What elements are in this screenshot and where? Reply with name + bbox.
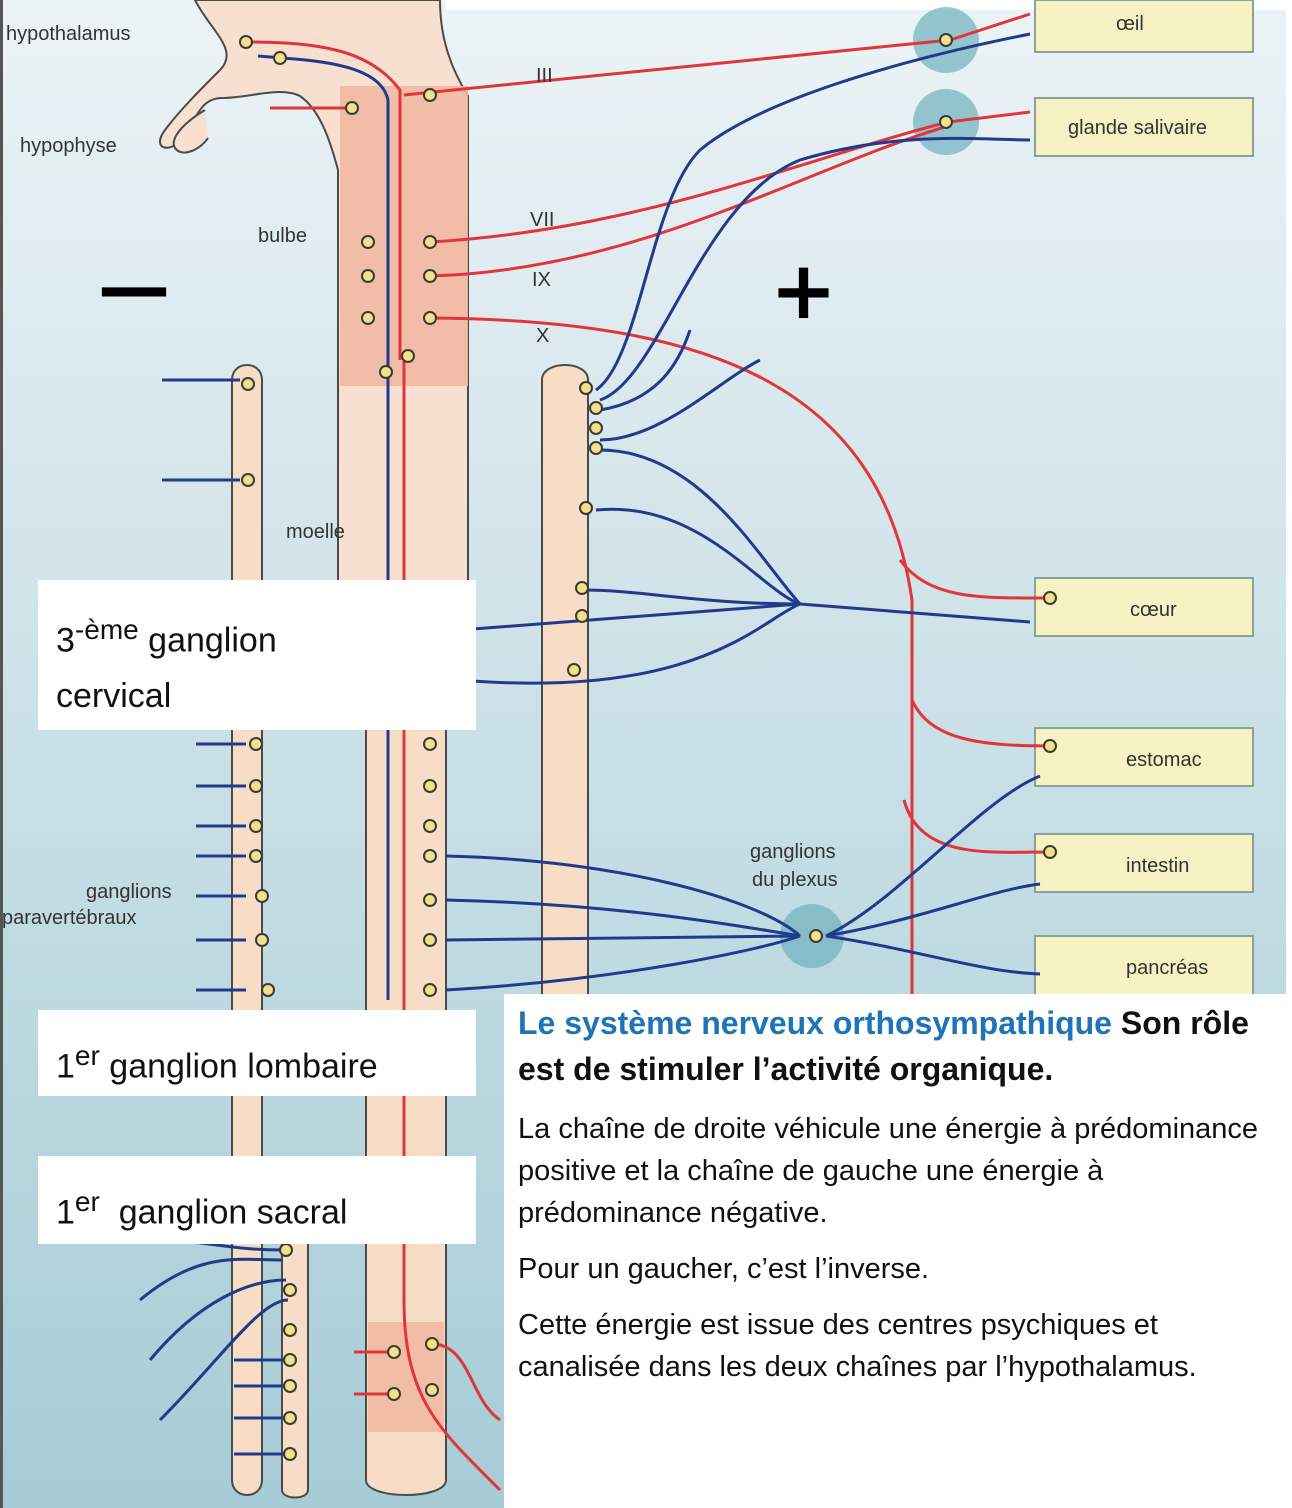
explanation-panel: Le système nerveux orthosympathique Son … <box>504 994 1292 1508</box>
organ-label-pancreas: pancréas <box>1126 957 1208 979</box>
panel-paragraph-3: Cette énergie est issue des centres psyc… <box>518 1304 1278 1388</box>
panel-heading-accent: Le système nerveux orthosympathique <box>518 1005 1112 1041</box>
lombaire-sup: er <box>75 1040 100 1071</box>
nerve-label-vii: VII <box>530 209 554 231</box>
frame-left-border <box>0 0 3 1508</box>
cervical-prefix: 3 <box>56 621 75 659</box>
label-ganglions-plexus-2: du plexus <box>752 869 838 891</box>
minus-sign: — <box>98 245 170 329</box>
organ-label-estomac: estomac <box>1126 749 1202 771</box>
label-hypothalamus: hypothalamus <box>6 23 131 45</box>
panel-heading: Le système nerveux orthosympathique Son … <box>518 1000 1278 1092</box>
panel-paragraph-1: La chaîne de droite véhicule une énergie… <box>518 1108 1278 1234</box>
label-bulbe: bulbe <box>258 225 307 247</box>
nerve-label-ix: IX <box>532 269 551 291</box>
organ-label-salivaire: glande salivaire <box>1068 117 1207 139</box>
sacral-prefix: 1 <box>56 1193 75 1231</box>
overlay-lombaire: 1er ganglion lombaire <box>38 1010 476 1096</box>
label-hypophyse: hypophyse <box>20 135 117 157</box>
organ-box-oeil <box>1035 0 1253 52</box>
nerve-label-iii: III <box>536 65 553 87</box>
plus-sign: + <box>770 244 837 337</box>
sacral-sup: er <box>75 1186 100 1217</box>
organ-label-coeur: cœur <box>1130 599 1177 621</box>
cervical-text1: ganglion <box>148 621 277 659</box>
panel-paragraph-2: Pour un gaucher, c’est l’inverse. <box>518 1248 1278 1290</box>
label-ganglions-paravertebraux-2: paravertébraux <box>2 907 137 929</box>
label-ganglions-paravertebraux-1: ganglions <box>86 881 172 903</box>
brainstem-shade <box>340 86 468 386</box>
cervical-sup: -ème <box>75 614 139 645</box>
lombaire-text: ganglion lombaire <box>109 1047 377 1085</box>
frame-right-border <box>1286 0 1292 1000</box>
overlay-cervical: 3-ème ganglion cervical <box>38 580 476 730</box>
overlay-sacral: 1er ganglion sacral <box>38 1156 476 1244</box>
lombaire-prefix: 1 <box>56 1047 75 1085</box>
label-ganglions-plexus-1: ganglions <box>750 841 836 863</box>
cervical-text2: cervical <box>56 676 171 716</box>
sacral-text: ganglion sacral <box>119 1193 348 1231</box>
organ-label-intestin: intestin <box>1126 855 1189 877</box>
organ-label-oeil: œil <box>1116 13 1144 35</box>
label-moelle: moelle <box>286 521 345 543</box>
nerve-label-x: X <box>536 325 549 347</box>
